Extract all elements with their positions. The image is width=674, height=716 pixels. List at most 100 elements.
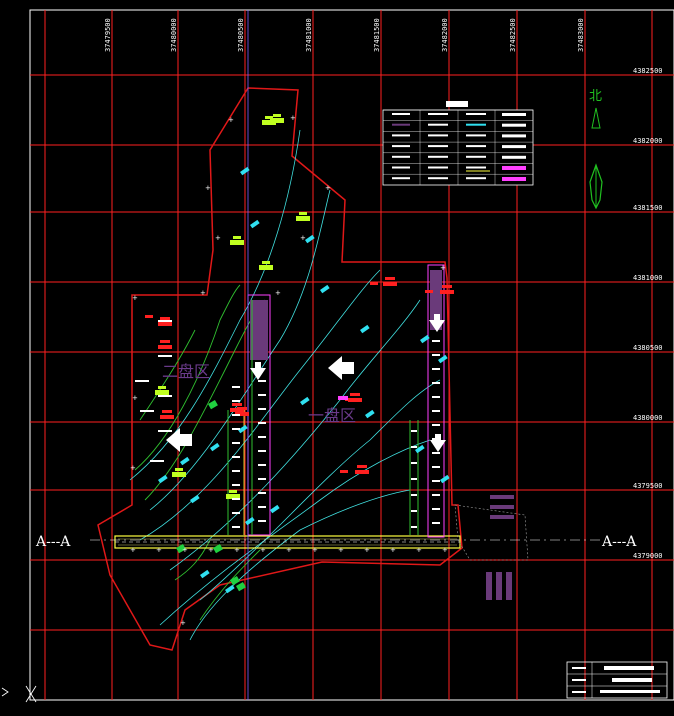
ucs-axis-icon (1, 685, 37, 703)
tick-mark (432, 480, 440, 482)
tick-mark (411, 494, 417, 496)
plus-mark: + (182, 546, 188, 554)
legend-symbol (392, 177, 410, 180)
yellow-marker (158, 386, 166, 389)
red-marker (232, 403, 242, 406)
cyan-marker (420, 334, 430, 344)
tick-mark (232, 526, 240, 528)
legend-symbol (502, 134, 526, 138)
flow-arrow-icon (166, 428, 192, 452)
legend-symbol (502, 177, 526, 181)
tick-mark (432, 438, 440, 440)
green-marker (175, 544, 186, 554)
tick-mark (411, 478, 417, 480)
tick-mark (232, 498, 240, 500)
cyan-survey-markers (158, 166, 450, 594)
red-dash (340, 470, 348, 473)
tick-mark (432, 396, 440, 398)
section-label-right: A---A (601, 534, 637, 550)
tick-mark (258, 436, 266, 438)
cyan-marker (238, 424, 248, 434)
green-marker (235, 582, 246, 592)
tick-mark (232, 428, 240, 430)
legend-symbol (466, 123, 486, 126)
plus-mark: + (200, 289, 206, 297)
magenta-marker (338, 396, 348, 400)
cyan-marker (270, 504, 280, 514)
right-coord-label: 4381000 (633, 274, 663, 282)
legend-symbol (428, 177, 448, 180)
plus-mark: + (228, 116, 234, 124)
tick-mark (432, 340, 440, 342)
plus-mark: + (416, 546, 422, 554)
red-annotation-markers (145, 277, 454, 474)
right-coord-label: 4379500 (633, 482, 663, 490)
cyan-marker (180, 456, 190, 466)
tick-mark (258, 478, 266, 480)
plus-mark: + (290, 114, 296, 122)
right-coord-label: 4380500 (633, 344, 663, 352)
yellow-marker (230, 240, 244, 245)
tick-mark (158, 355, 172, 357)
cyan-marker (239, 166, 250, 176)
tick-mark (411, 526, 417, 528)
plus-mark: + (338, 546, 344, 554)
plus-mark: + (312, 546, 318, 554)
cyan-marker (300, 396, 310, 406)
yellow-marker (296, 216, 310, 221)
tick-mark (411, 430, 417, 432)
red-dash (370, 282, 378, 285)
right-coord-label: 4382500 (633, 67, 663, 75)
legend-symbol (466, 113, 486, 115)
tick-mark (411, 446, 417, 448)
legend-symbol (392, 166, 410, 169)
legend-symbol (428, 134, 448, 137)
yellow-marker (226, 494, 240, 499)
north-arrow-icon: 北 (589, 89, 603, 210)
plus-mark: + (208, 546, 214, 554)
surface-structures (454, 495, 529, 600)
tick-mark (258, 394, 266, 396)
cyan-marker (320, 284, 330, 294)
yellow-marker (155, 390, 169, 395)
top-coord-label: 37479500 (104, 18, 112, 52)
plus-mark: + (156, 546, 162, 554)
tick-mark (232, 470, 240, 472)
plus-mark: + (260, 546, 266, 554)
red-marker (160, 415, 174, 419)
plus-mark: + (442, 546, 448, 554)
tick-mark (411, 462, 417, 464)
plus-mark: + (132, 394, 138, 402)
tick-mark (432, 452, 440, 454)
tick-mark (258, 520, 266, 522)
legend-symbol (428, 155, 448, 158)
right-coordinate-labels: 4382500438200043815004381000438050043800… (633, 67, 663, 560)
tick-mark (150, 460, 164, 462)
plus-mark: + (300, 234, 306, 242)
red-dash (425, 290, 433, 293)
cyan-marker (250, 219, 260, 229)
north-label: 北 (589, 89, 602, 104)
legend-symbol (392, 145, 410, 148)
plus-mark: + (180, 619, 186, 627)
red-dash (345, 398, 353, 401)
yellow-marker (262, 261, 270, 264)
yellow-marker (262, 120, 276, 125)
cyan-marker (415, 444, 425, 454)
legend-symbol (466, 155, 486, 158)
legend-symbol (392, 123, 410, 126)
tick-mark (432, 410, 440, 412)
zone-label-2: 二盘区 (162, 362, 210, 381)
yellow-marker (265, 116, 273, 119)
red-marker (348, 398, 362, 402)
yellow-marker (273, 114, 281, 117)
flow-arrow-icon (250, 362, 266, 380)
tick-mark (432, 522, 440, 524)
tick-mark (232, 386, 240, 388)
yellow-marker (299, 212, 307, 215)
cyan-marker (225, 584, 235, 594)
tick-mark (135, 380, 149, 382)
